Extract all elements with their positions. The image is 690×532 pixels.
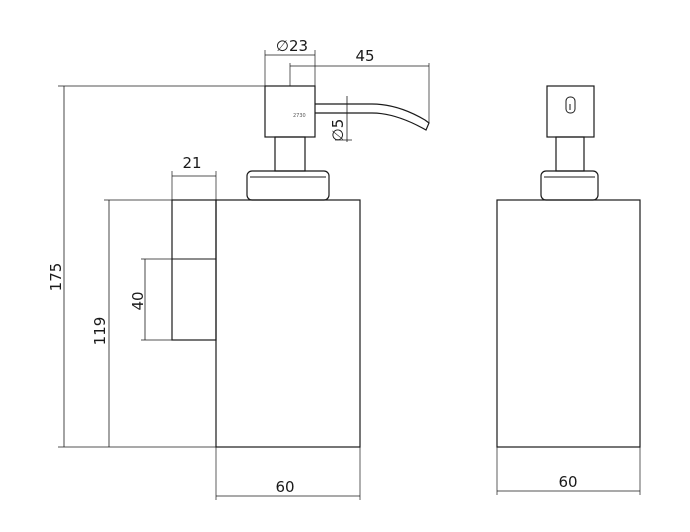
side-body — [215, 199, 361, 448]
pump-head — [264, 85, 316, 138]
dim-width-front: 60 — [558, 473, 577, 491]
dim-bracket-depth: 21 — [182, 154, 201, 172]
model-code: 2730 — [293, 113, 306, 119]
dim-spout-reach: 45 — [355, 47, 374, 65]
front-body — [496, 199, 641, 448]
wall-bracket — [171, 199, 217, 341]
front-view: 60 — [496, 85, 641, 495]
dim-bracket-height: 40 — [129, 291, 147, 310]
side-collar — [246, 170, 330, 201]
dim-height-body: 119 — [91, 317, 109, 346]
side-view: 2730 — [171, 85, 430, 448]
dim-spout-diameter: ∅5 — [329, 119, 347, 142]
side-stem — [274, 136, 306, 172]
dim-width-side: 60 — [275, 478, 294, 496]
nozzle-opening — [565, 96, 576, 114]
front-collar — [540, 170, 599, 201]
dim-height-total: 175 — [47, 263, 65, 292]
front-pump-head — [546, 85, 595, 138]
dim-pump-diameter: ∅23 — [276, 37, 308, 55]
side-dimensions: 175 119 40 21 ∅23 45 ∅5 60 — [47, 37, 430, 500]
front-stem — [555, 136, 585, 172]
